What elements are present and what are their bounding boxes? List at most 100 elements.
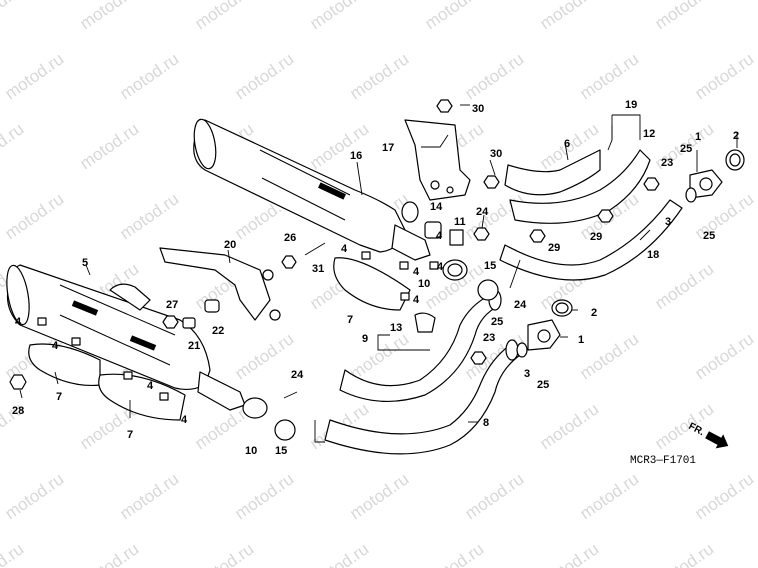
callout-29: 29 (548, 242, 560, 254)
leader-lines (19, 104, 738, 443)
watermark-text: motod.ru (651, 259, 717, 313)
callout-23: 23 (661, 157, 673, 169)
watermark-text: motod.ru (576, 49, 642, 103)
watermark-text: motod.ru (536, 399, 602, 453)
watermark-text: motod.ru (306, 119, 372, 173)
callout-1-2: 1 (578, 334, 584, 346)
front-direction-arrow: FR. (687, 421, 729, 449)
watermark-text: motod.ru (116, 189, 182, 243)
watermark-text: motod.ru (421, 539, 487, 568)
callout-3: 3 (665, 216, 671, 228)
callout-30: 30 (472, 103, 484, 115)
callout-7: 7 (347, 314, 353, 326)
lower-muffler (6, 264, 246, 411)
callout-8: 8 (483, 417, 489, 429)
watermark-text: motod.ru (421, 0, 487, 33)
callout-25: 25 (680, 143, 692, 155)
watermark-text: motod.ru (306, 539, 372, 568)
callout-6: 6 (564, 138, 570, 150)
callout-7-2: 7 (56, 391, 62, 403)
callout-15: 15 (484, 260, 496, 272)
watermark-text: motod.ru (0, 539, 27, 568)
watermark-text: motod.ru (691, 469, 757, 523)
watermark-text: motod.ru (651, 399, 717, 453)
heat-shields (28, 257, 411, 421)
callout-22: 22 (212, 325, 224, 337)
callout-27: 27 (166, 299, 178, 311)
callout-24-2: 24 (514, 299, 527, 311)
fasteners (9, 99, 660, 401)
callout-16: 16 (350, 150, 362, 162)
watermark-text: motod.ru (536, 539, 602, 568)
callout-4-7: 4 (181, 414, 188, 426)
watermark-text: motod.ru (0, 119, 27, 173)
callout-9: 9 (362, 333, 368, 345)
watermark-text: motod.ru (651, 0, 717, 33)
watermark-text: motod.ru (231, 469, 297, 523)
watermark-text: motod.ru (651, 539, 717, 568)
callout-29-2: 29 (590, 231, 602, 243)
watermark-text: motod.ru (1, 49, 67, 103)
watermark-text: motod.ru (191, 0, 257, 33)
callout-13: 13 (390, 322, 402, 334)
callout-14: 14 (430, 201, 443, 213)
callout-2: 2 (733, 130, 739, 142)
callout-25-2: 25 (703, 230, 715, 242)
watermark-text: motod.ru (1, 189, 67, 243)
watermark-text: motod.ru (231, 329, 297, 383)
exhaust-pipes (324, 149, 683, 455)
callout-25-3: 25 (491, 316, 503, 328)
watermark-text: motod.ru (576, 329, 642, 383)
watermark-text: motod.ru (346, 49, 412, 103)
callout-10: 10 (418, 278, 430, 290)
watermark-text: motod.ru (191, 539, 257, 568)
watermark-text: motod.ru (576, 469, 642, 523)
watermark-text: motod.ru (461, 49, 527, 103)
callout-10-2: 10 (245, 445, 257, 457)
callout-5: 5 (82, 257, 88, 269)
callout-19: 19 (625, 99, 637, 111)
callout-21: 21 (188, 340, 200, 352)
callout-30-2: 30 (490, 148, 502, 160)
callout-4-3: 4 (413, 294, 420, 306)
watermark-text: motod.ru (691, 49, 757, 103)
brackets (159, 119, 471, 321)
callout-numbers: 1122334444444445677789101011121314151516… (12, 99, 739, 457)
callout-4-5: 4 (52, 340, 59, 352)
callout-20: 20 (224, 239, 236, 251)
callout-4: 4 (341, 243, 348, 255)
watermark-text: motod.ru (536, 0, 602, 33)
callout-12: 12 (643, 128, 655, 140)
callout-3-2: 3 (524, 368, 530, 380)
callout-26: 26 (284, 232, 296, 244)
callout-4-8: 4 (436, 230, 443, 242)
callout-7-3: 7 (127, 429, 133, 441)
callout-24-3: 24 (291, 369, 304, 381)
callout-4-6: 4 (147, 380, 154, 392)
watermark-text: motod.ru (346, 469, 412, 523)
flanges-and-gaskets (516, 149, 745, 358)
callout-4-4: 4 (15, 316, 22, 328)
callout-31: 31 (312, 263, 324, 275)
clamps-and-joints (242, 221, 499, 441)
watermark-text: motod.ru (346, 329, 412, 383)
watermark-text: motod.ru (76, 539, 142, 568)
watermark-text: motod.ru (0, 0, 27, 33)
callout-4-2: 4 (413, 266, 420, 278)
callout-4-9: 4 (437, 261, 444, 273)
callout-17: 17 (382, 142, 394, 154)
callout-25-4: 25 (537, 379, 549, 391)
callout-2-2: 2 (591, 307, 597, 319)
watermark-text: motod.ru (691, 329, 757, 383)
callout-15-2: 15 (275, 445, 287, 457)
callout-23-2: 23 (483, 332, 495, 344)
watermark-text: motod.ru (116, 49, 182, 103)
callout-18: 18 (647, 249, 659, 261)
watermark-text: motod.ru (1, 469, 67, 523)
watermark-text: motod.ru (76, 119, 142, 173)
watermark-text: motod.ru (76, 0, 142, 33)
callout-28: 28 (12, 405, 24, 417)
upper-muffler (193, 118, 431, 261)
